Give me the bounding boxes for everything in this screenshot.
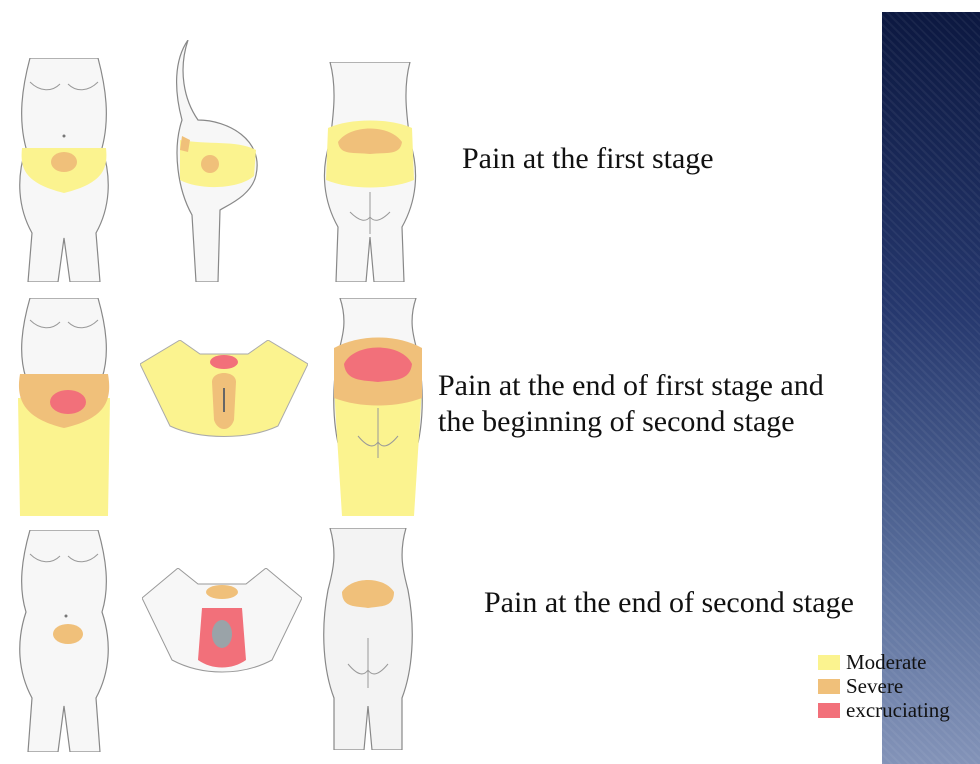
stage1-back-body-figure <box>320 62 420 282</box>
legend-item-severe: Severe <box>818 674 950 698</box>
stage3-back-body-figure <box>320 528 416 750</box>
stage2-back-body-figure <box>330 298 426 516</box>
stage1-front-body-figure <box>8 58 120 282</box>
legend-swatch-severe <box>818 679 840 694</box>
stage-3-label: Pain at the end of second stage <box>484 585 854 621</box>
stage1-side-body-figure <box>168 40 268 282</box>
legend-swatch-excruciating <box>818 703 840 718</box>
legend-item-excruciating: excruciating <box>818 698 950 722</box>
legend-label-severe: Severe <box>846 674 903 699</box>
pain-legend: Moderate Severe excruciating <box>818 650 950 722</box>
legend-label-moderate: Moderate <box>846 650 926 675</box>
legend-item-moderate: Moderate <box>818 650 950 674</box>
stage2-front-body-figure <box>8 298 120 516</box>
stage3-pelvic-view-figure <box>142 568 302 676</box>
legend-label-excruciating: excruciating <box>846 698 950 723</box>
stage2-pelvic-view-figure <box>140 340 308 440</box>
stage-2-label: Pain at the end of first stage and the b… <box>438 368 824 440</box>
stage-1-label: Pain at the first stage <box>462 141 714 177</box>
legend-swatch-moderate <box>818 655 840 670</box>
stage3-front-body-figure <box>8 530 120 752</box>
